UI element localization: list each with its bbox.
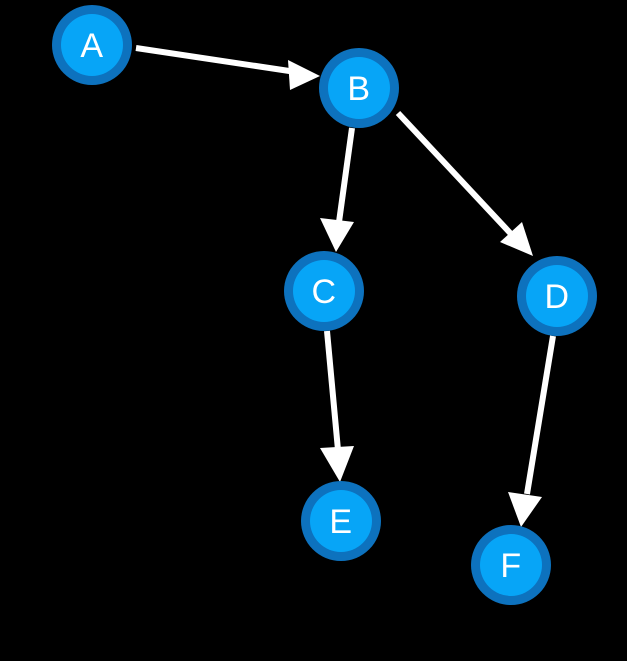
nodes-layer: A B C D xyxy=(52,5,597,605)
edge-a-to-b[interactable] xyxy=(135,45,320,90)
edge-c-to-e-arrowhead xyxy=(320,446,354,482)
graph-node-a[interactable]: A xyxy=(52,5,132,85)
edge-b-to-c-arrowhead xyxy=(320,218,354,252)
graph-node-d-core xyxy=(526,265,588,327)
edge-d-to-f-line xyxy=(524,335,556,495)
edge-b-to-c-line xyxy=(336,127,355,223)
graph-node-d-label: D xyxy=(544,278,569,316)
graph-node-a-label: A xyxy=(80,27,103,65)
edge-b-to-d-line xyxy=(395,110,515,238)
edge-c-to-e[interactable] xyxy=(320,330,354,482)
edge-a-to-b-arrowhead xyxy=(288,60,320,90)
graph-node-e[interactable]: E xyxy=(301,481,381,561)
edge-b-to-d[interactable] xyxy=(395,110,533,256)
edge-a-to-b-line xyxy=(135,45,297,75)
edge-d-to-f[interactable] xyxy=(508,335,556,527)
graph-node-c-label: C xyxy=(311,273,336,311)
edge-b-to-d-arrowhead xyxy=(500,222,533,256)
graph-node-b-label: B xyxy=(347,70,370,108)
graph-node-a-core xyxy=(61,14,123,76)
edges-layer xyxy=(135,45,556,527)
graph-node-f-label: F xyxy=(500,547,521,585)
edge-b-to-c[interactable] xyxy=(320,127,355,252)
graph-node-b-core xyxy=(328,57,390,119)
edge-c-to-e-line xyxy=(324,330,341,451)
graph-node-c[interactable]: C xyxy=(284,251,364,331)
graph-node-c-core xyxy=(293,260,355,322)
graph-node-f-core xyxy=(480,534,542,596)
graph-node-b[interactable]: B xyxy=(319,48,399,128)
graph-node-e-core xyxy=(310,490,372,552)
graph-node-f[interactable]: F xyxy=(471,525,551,605)
graph-node-d[interactable]: D xyxy=(517,256,597,336)
graph-node-e-label: E xyxy=(329,503,352,541)
edge-d-to-f-arrowhead xyxy=(508,492,542,527)
